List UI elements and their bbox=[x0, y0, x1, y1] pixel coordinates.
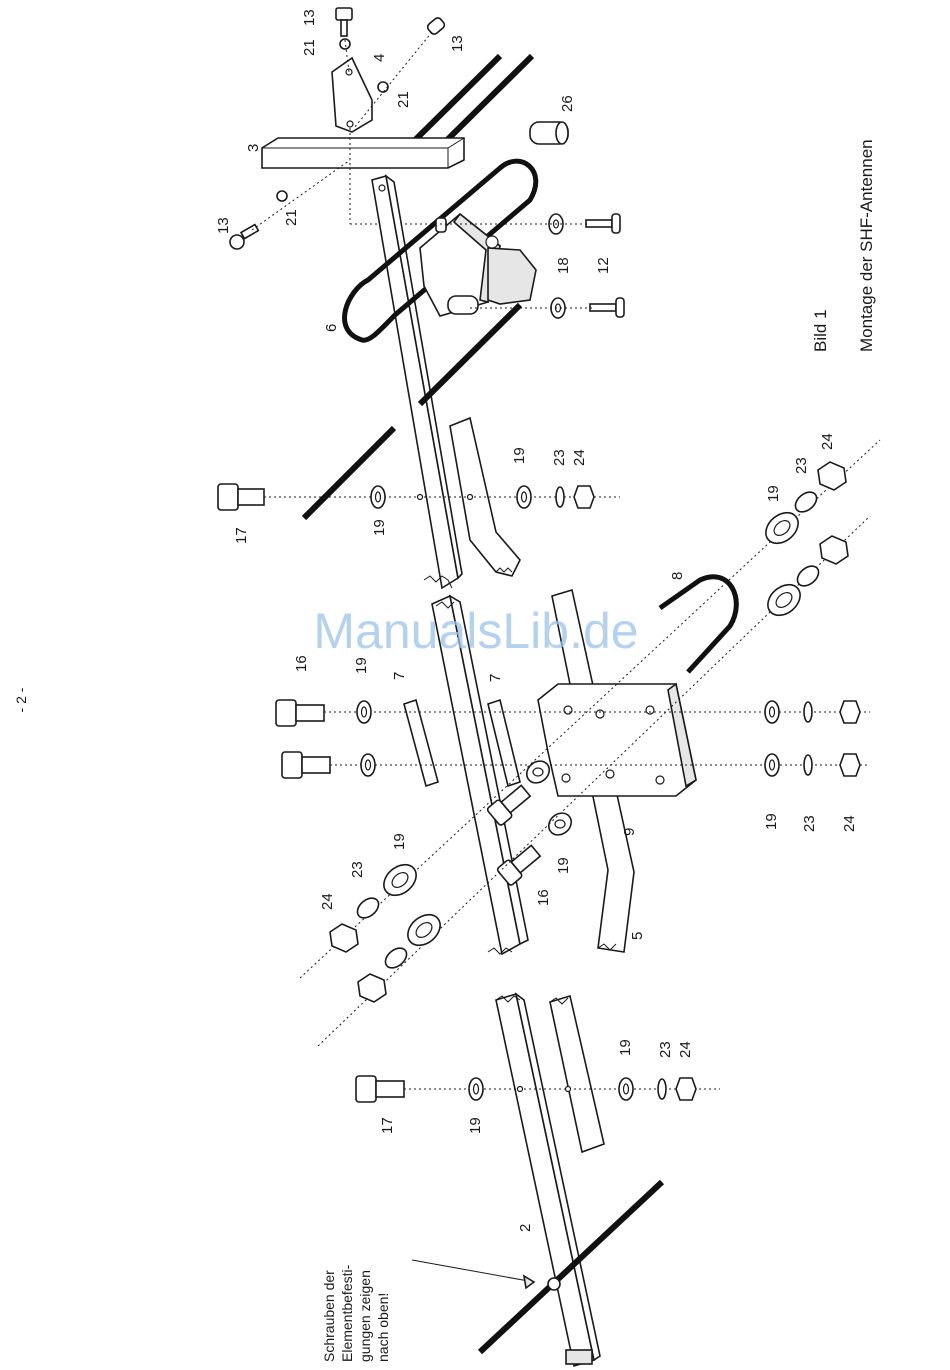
element-screw-marker bbox=[548, 1278, 560, 1290]
lock-washer-23-lower bbox=[658, 1079, 666, 1099]
label-8: 8 bbox=[669, 572, 686, 580]
label-23: 23 bbox=[551, 449, 568, 466]
nut-24-lower bbox=[676, 1078, 696, 1100]
label-13: 13 bbox=[301, 9, 318, 26]
label-4: 4 bbox=[371, 54, 388, 62]
label-16: 16 bbox=[535, 889, 552, 906]
label-19: 19 bbox=[763, 813, 780, 830]
dipole-terminal-housing bbox=[488, 248, 536, 304]
label-19: 19 bbox=[467, 1117, 484, 1134]
lock-washer-21-right bbox=[378, 82, 388, 92]
label-3: 3 bbox=[245, 144, 262, 152]
watermark: ManualsLib.de bbox=[313, 603, 638, 659]
label-9: 9 bbox=[621, 828, 638, 836]
nut-24-diag-c bbox=[818, 462, 846, 490]
label-23: 23 bbox=[801, 815, 818, 832]
label-12: 12 bbox=[595, 257, 612, 274]
screw-13-left-head bbox=[230, 235, 244, 249]
support-bar-lower bbox=[550, 996, 604, 1152]
label-13: 13 bbox=[449, 35, 466, 52]
dipole-rod-lower bbox=[420, 305, 520, 404]
lock-washer-23-upper bbox=[556, 487, 564, 507]
bolt-17-upper bbox=[218, 484, 238, 510]
label-19: 19 bbox=[555, 857, 572, 874]
nut-24-right-b bbox=[840, 754, 860, 776]
label-21: 21 bbox=[301, 39, 318, 56]
top-assembly bbox=[230, 8, 624, 588]
label-17: 17 bbox=[379, 1117, 396, 1134]
nut-24-upper bbox=[574, 486, 594, 508]
label-24: 24 bbox=[571, 449, 588, 466]
label-19: 19 bbox=[391, 833, 408, 850]
label-19: 19 bbox=[765, 485, 782, 502]
label-6: 6 bbox=[323, 324, 340, 332]
label-7: 7 bbox=[487, 674, 504, 682]
note-line-3: gungen zeigen bbox=[357, 1270, 373, 1362]
label-23: 23 bbox=[657, 1041, 674, 1058]
lock-washer-23-diag-c bbox=[792, 488, 821, 516]
nut-24-diag-a bbox=[330, 924, 358, 952]
nut-24-diag-b bbox=[358, 974, 386, 1002]
label-26: 26 bbox=[559, 95, 576, 112]
note-line-1: Schrauben der bbox=[321, 1270, 337, 1362]
lock-washer-23-diag-b bbox=[382, 944, 411, 972]
screw-13-top bbox=[336, 8, 352, 20]
label-24: 24 bbox=[819, 433, 836, 450]
note-line-4: nach oben! bbox=[375, 1293, 391, 1362]
assembly-note: Schrauben der Elementbefesti- gungen zei… bbox=[321, 1264, 391, 1362]
u-bolt-8 bbox=[660, 577, 736, 672]
label-23: 23 bbox=[793, 457, 810, 474]
label-16: 16 bbox=[293, 655, 310, 672]
label-24: 24 bbox=[677, 1041, 694, 1058]
label-17: 17 bbox=[233, 527, 250, 544]
spacer-block-3 bbox=[262, 138, 464, 168]
note-line-2: Elementbefesti- bbox=[339, 1264, 355, 1362]
clamp-plate-7-left bbox=[404, 700, 438, 786]
nut-24-diag-d bbox=[820, 536, 848, 564]
label-19: 19 bbox=[511, 447, 528, 464]
bolt-17-lower bbox=[356, 1076, 376, 1102]
figure-label: Bild 1 bbox=[811, 309, 830, 352]
screw-12-top bbox=[586, 220, 612, 227]
label-21: 21 bbox=[395, 91, 412, 108]
lock-washer-23-right-b bbox=[804, 755, 812, 775]
label-19: 19 bbox=[617, 1039, 634, 1056]
bolt-16-lower bbox=[282, 752, 302, 778]
label-21: 21 bbox=[283, 209, 300, 226]
nut-24-right-a bbox=[840, 701, 860, 723]
screw-12-bottom bbox=[590, 304, 616, 311]
bracket-part-4 bbox=[332, 58, 372, 132]
lock-washer-23-diag-a bbox=[354, 894, 383, 922]
label-18: 18 bbox=[555, 257, 572, 274]
mast-clamp-assembly bbox=[276, 440, 880, 1046]
figure-title: Montage der SHF-Antennen bbox=[857, 139, 876, 352]
lock-washer-21-left bbox=[277, 191, 287, 201]
label-2: 2 bbox=[517, 1224, 534, 1232]
label-24: 24 bbox=[319, 893, 336, 910]
screw-13-right bbox=[426, 16, 446, 35]
label-24: 24 bbox=[841, 815, 858, 832]
label-13: 13 bbox=[215, 217, 232, 234]
label-7: 7 bbox=[391, 672, 408, 680]
page-number: - 2 - bbox=[13, 687, 29, 712]
bolt-16-upper bbox=[276, 700, 296, 726]
label-5: 5 bbox=[629, 932, 646, 940]
label-19: 19 bbox=[353, 657, 370, 674]
lock-washer-23-right-a bbox=[804, 702, 812, 722]
label-19: 19 bbox=[371, 519, 388, 536]
label-23: 23 bbox=[349, 861, 366, 878]
